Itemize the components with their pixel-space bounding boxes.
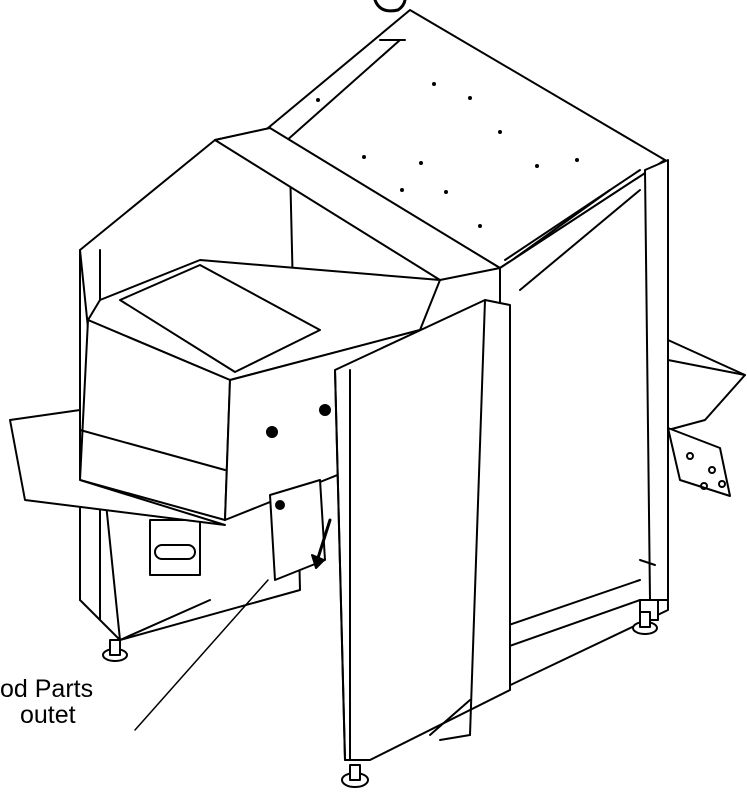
- leveling-feet: [102, 611, 658, 788]
- callout-label: od Parts outet: [0, 676, 160, 728]
- callout-leader-line: [134, 579, 269, 731]
- callout-line-2: outet: [20, 701, 76, 729]
- good-parts-outlet: [266, 404, 332, 581]
- top-ring: [373, 0, 407, 13]
- screw-holes: [316, 82, 579, 228]
- callout-line-1: od Parts: [0, 675, 94, 703]
- front-door: [334, 299, 511, 761]
- left-chute: [9, 409, 226, 526]
- right-outlet-chute: [667, 339, 746, 497]
